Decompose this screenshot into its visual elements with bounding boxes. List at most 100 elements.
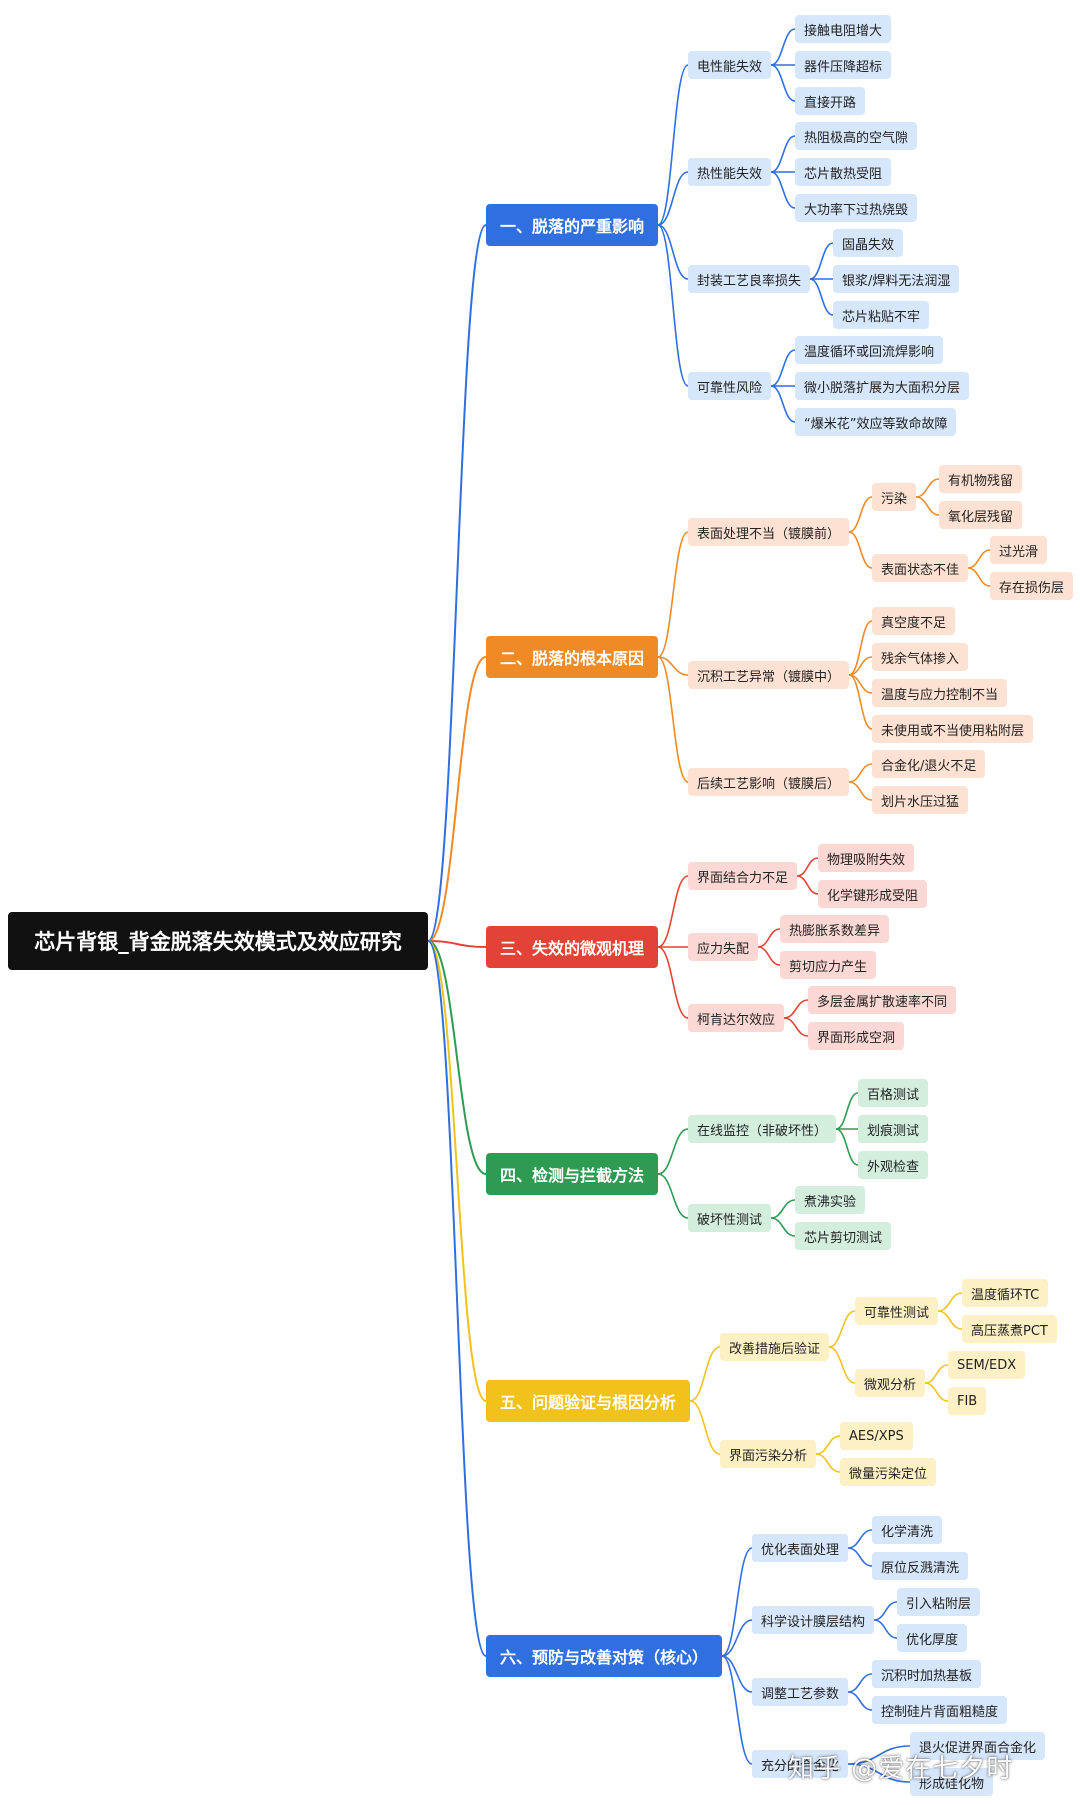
topic-contamination[interactable]: 污染 [872, 483, 917, 511]
leaf-cross-hatch-test[interactable]: 百格测试 [858, 1079, 929, 1107]
connector-line [937, 1292, 963, 1312]
leaf-oxide-residue[interactable]: 氧化层残留 [939, 501, 1023, 529]
connector-line [873, 1619, 898, 1639]
leaf-voltage-drop[interactable]: 器件压降超标 [795, 51, 892, 79]
topic-packaging-yield[interactable]: 封装工艺良率损失 [688, 265, 811, 293]
leaf-thermal-cycling[interactable]: 温度循环或回流焊影响 [795, 336, 944, 364]
leaf-interface-voids[interactable]: 界面形成空洞 [808, 1022, 905, 1050]
leaf-in-situ-sputter-clean[interactable]: 原位反溅清洗 [872, 1552, 969, 1580]
leaf-organic-residue[interactable]: 有机物残留 [939, 465, 1023, 493]
topic-destructive-test[interactable]: 破坏性测试 [688, 1204, 772, 1232]
leaf-temperature-cycle-tc[interactable]: 温度循环TC [962, 1279, 1049, 1307]
leaf-annealing-insufficient[interactable]: 合金化/退火不足 [872, 750, 986, 778]
leaf-dicing-water-pressure[interactable]: 划片水压过猛 [872, 786, 969, 814]
topic-deposition-abnormal[interactable]: 沉积工艺异常（镀膜中） [688, 661, 850, 689]
leaf-cte-difference[interactable]: 热膨胀系数差异 [780, 915, 890, 943]
topic-improvement-verification[interactable]: 改善措施后验证 [720, 1333, 830, 1361]
leaf-die-attach-fail[interactable]: 固晶失效 [833, 229, 904, 257]
leaf-trace-contamination[interactable]: 微量污染定位 [840, 1458, 937, 1486]
branch-prevention[interactable]: 六、预防与改善对策（核心） [486, 1635, 723, 1677]
leaf-scratch-test[interactable]: 划痕测试 [858, 1115, 929, 1143]
topic-micro-analysis[interactable]: 微观分析 [855, 1369, 926, 1397]
leaf-silicide-formation[interactable]: 形成硅化物 [910, 1768, 994, 1796]
leaf-residual-gas[interactable]: 残余气体掺入 [872, 643, 969, 671]
leaf-pressure-cooker-pct[interactable]: 高压蒸煮PCT [962, 1315, 1057, 1343]
connector-line [657, 224, 689, 387]
topic-post-process[interactable]: 后续工艺影响（镀膜后） [688, 768, 850, 796]
leaf-popcorn-effect[interactable]: “爆米花”效应等致命故障 [795, 408, 957, 436]
topic-optimize-surface[interactable]: 优化表面处理 [752, 1534, 849, 1562]
leaf-diffusion-rate[interactable]: 多层金属扩散速率不同 [808, 986, 957, 1014]
leaf-chemical-cleaning[interactable]: 化学清洗 [872, 1516, 943, 1544]
leaf-temp-stress-control[interactable]: 温度与应力控制不当 [872, 679, 1008, 707]
connector-line [783, 1017, 809, 1037]
topic-surface-treatment[interactable]: 表面处理不当（镀膜前） [688, 518, 850, 546]
leaf-contact-resistance[interactable]: 接触电阻增大 [795, 15, 892, 43]
leaf-damage-layer[interactable]: 存在损伤层 [990, 572, 1074, 600]
topic-kirkendall-effect[interactable]: 柯肯达尔效应 [688, 1004, 785, 1032]
leaf-fib[interactable]: FIB [948, 1387, 987, 1415]
connector-line [427, 940, 487, 1175]
connector-line [689, 1400, 721, 1455]
connector-line [835, 1128, 859, 1166]
leaf-overheat-burn[interactable]: 大功率下过热烧毁 [795, 194, 918, 222]
topic-process-params[interactable]: 调整工艺参数 [752, 1678, 849, 1706]
connector-line [967, 549, 991, 569]
leaf-chemical-bond[interactable]: 化学键形成受阻 [818, 880, 928, 908]
branch-detection[interactable]: 四、检测与拦截方法 [486, 1153, 659, 1195]
leaf-vacuum-insufficient[interactable]: 真空度不足 [872, 607, 956, 635]
topic-surface-state[interactable]: 表面状态不佳 [872, 554, 969, 582]
connector-line [657, 224, 689, 280]
connector-line [847, 1529, 873, 1549]
topic-stress-mismatch[interactable]: 应力失配 [688, 933, 759, 961]
topic-electrical-failure[interactable]: 电性能失效 [688, 51, 772, 79]
leaf-adhesion-layer-misuse[interactable]: 未使用或不当使用粘附层 [872, 715, 1034, 743]
leaf-substrate-heating[interactable]: 沉积时加热基板 [872, 1660, 982, 1688]
branch-severe-impact[interactable]: 一、脱落的严重影响 [486, 204, 659, 246]
connector-line [657, 64, 689, 226]
leaf-optimize-thickness[interactable]: 优化厚度 [897, 1624, 968, 1652]
branch-root-cause[interactable]: 二、脱落的根本原因 [486, 636, 659, 678]
connector-line [915, 496, 940, 516]
branch-micro-mechanism[interactable]: 三、失效的微观机理 [486, 926, 659, 968]
leaf-back-roughness[interactable]: 控制硅片背面粗糙度 [872, 1696, 1008, 1724]
connector-line [848, 763, 873, 783]
root-topic[interactable]: 芯片背银_背金脱落失效模式及效应研究 [8, 912, 428, 970]
leaf-solder-wetting[interactable]: 银浆/焊料无法润湿 [833, 265, 960, 293]
leaf-delamination[interactable]: 微小脱落扩展为大面积分层 [795, 372, 970, 400]
connector-line [657, 656, 689, 783]
leaf-open-circuit[interactable]: 直接开路 [795, 87, 866, 115]
connector-line [835, 1092, 859, 1130]
connector-line [757, 946, 781, 966]
leaf-air-gap[interactable]: 热阻极高的空气隙 [795, 122, 918, 150]
connector-line [721, 1619, 753, 1657]
leaf-adhesion-layer[interactable]: 引入粘附层 [897, 1588, 981, 1616]
branch-verification[interactable]: 五、问题验证与根因分析 [486, 1380, 691, 1422]
topic-full-alloying[interactable]: 充分的合金化 [752, 1750, 849, 1778]
topic-reliability-test[interactable]: 可靠性测试 [855, 1297, 939, 1325]
topic-interface-bonding[interactable]: 界面结合力不足 [688, 862, 798, 890]
connector-line [657, 656, 689, 676]
topic-inline-monitoring[interactable]: 在线监控（非破坏性） [688, 1115, 837, 1143]
leaf-too-smooth[interactable]: 过光滑 [990, 536, 1048, 564]
topic-thermal-failure[interactable]: 热性能失效 [688, 158, 772, 186]
leaf-anneal-alloying[interactable]: 退火促进界面合金化 [910, 1732, 1046, 1760]
leaf-sem-edx[interactable]: SEM/EDX [948, 1351, 1026, 1379]
connector-line [770, 64, 796, 102]
leaf-shear-stress[interactable]: 剪切应力产生 [780, 951, 877, 979]
connector-line [967, 567, 991, 587]
leaf-boiling-test[interactable]: 煮沸实验 [795, 1186, 866, 1214]
connector-line [828, 1346, 856, 1384]
topic-contamination-analysis[interactable]: 界面污染分析 [720, 1440, 817, 1468]
watermark: 知乎 @爱在七夕时 [788, 1754, 1014, 1784]
leaf-die-shear-test[interactable]: 芯片剪切测试 [795, 1222, 892, 1250]
leaf-heat-dissipation[interactable]: 芯片散热受阻 [795, 158, 892, 186]
leaf-aes-xps[interactable]: AES/XPS [840, 1422, 913, 1450]
connector-line [657, 1128, 689, 1175]
leaf-physical-adsorption[interactable]: 物理吸附失效 [818, 844, 915, 872]
leaf-die-bond-weak[interactable]: 芯片粘贴不牢 [833, 301, 930, 329]
topic-film-structure[interactable]: 科学设计膜层结构 [752, 1606, 875, 1634]
topic-reliability-risk[interactable]: 可靠性风险 [688, 372, 772, 400]
leaf-visual-inspection[interactable]: 外观检查 [858, 1151, 929, 1179]
